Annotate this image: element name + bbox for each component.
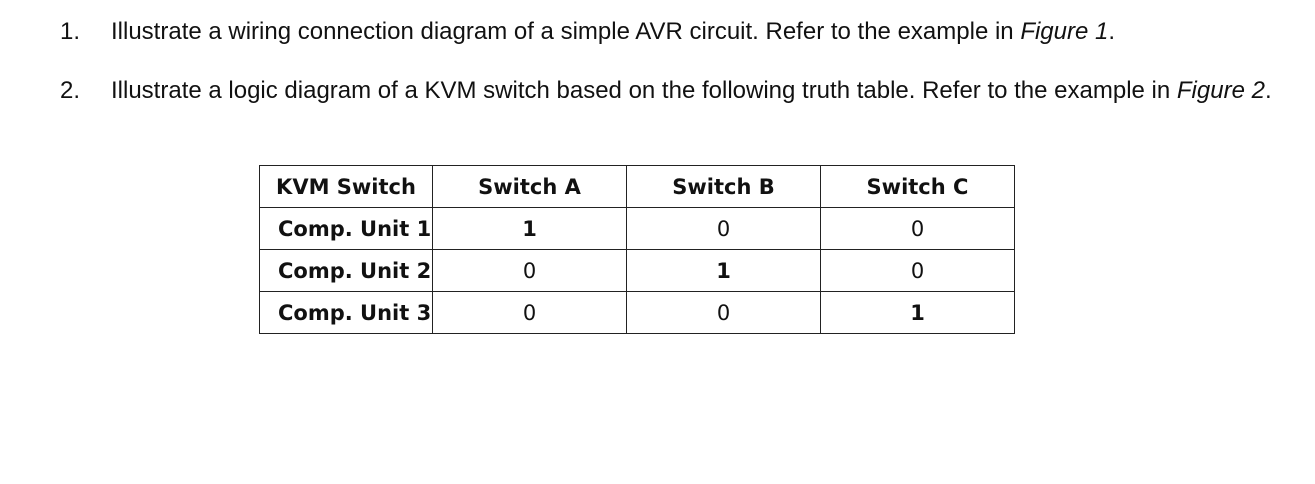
header-switch-c: Switch C bbox=[820, 165, 1015, 208]
cell-switch-a: 0 bbox=[432, 249, 627, 292]
header-switch-a: Switch A bbox=[432, 165, 627, 208]
question-1-text: Illustrate a wiring connection diagram o… bbox=[111, 17, 1295, 47]
cell-switch-c: 1 bbox=[820, 291, 1015, 334]
cell-switch-a: 1 bbox=[432, 207, 627, 250]
table-row: Comp. Unit 1 1 0 0 bbox=[259, 207, 1015, 250]
row-label: Comp. Unit 2 bbox=[259, 249, 433, 292]
cell-switch-c: 0 bbox=[820, 207, 1015, 250]
cell-switch-b: 0 bbox=[626, 207, 821, 250]
question-2-figure-reference: Figure 2 bbox=[1176, 77, 1265, 104]
table-row: Comp. Unit 3 0 0 1 bbox=[259, 291, 1015, 334]
question-1-number: 1. bbox=[60, 18, 81, 45]
kvm-truth-table: KVM Switch Switch A Switch B Switch C Co… bbox=[259, 165, 1015, 334]
question-1-instruction: Illustrate a wiring connection diagram o… bbox=[111, 18, 1021, 45]
question-2-instruction: Illustrate a logic diagram of a KVM swit… bbox=[111, 77, 1177, 104]
header-switch-b: Switch B bbox=[626, 165, 821, 208]
question-2-text: Illustrate a logic diagram of a KVM swit… bbox=[111, 76, 1295, 106]
header-kvm-switch: KVM Switch bbox=[259, 165, 433, 208]
cell-switch-b: 0 bbox=[626, 291, 821, 334]
question-1-period: . bbox=[1108, 18, 1116, 45]
table-row: Comp. Unit 2 0 1 0 bbox=[259, 249, 1015, 292]
table-header-row: KVM Switch Switch A Switch B Switch C bbox=[259, 165, 1015, 208]
question-2-number: 2. bbox=[60, 77, 81, 104]
cell-switch-b: 1 bbox=[626, 249, 821, 292]
row-label: Comp. Unit 1 bbox=[259, 207, 433, 250]
cell-switch-a: 0 bbox=[432, 291, 627, 334]
question-2-period: . bbox=[1264, 77, 1272, 104]
cell-switch-c: 0 bbox=[820, 249, 1015, 292]
question-1-figure-reference: Figure 1 bbox=[1020, 18, 1109, 45]
row-label: Comp. Unit 3 bbox=[259, 291, 433, 334]
